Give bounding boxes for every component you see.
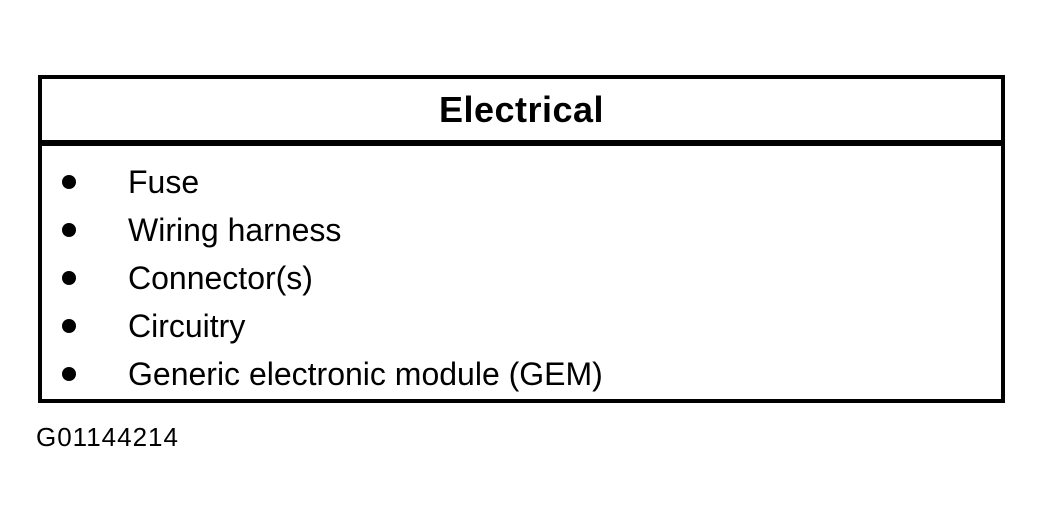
list-item: Wiring harness bbox=[42, 206, 1001, 254]
bullet-icon bbox=[62, 367, 76, 381]
figure-id: G01144214 bbox=[36, 422, 179, 452]
list-item-label: Connector(s) bbox=[128, 260, 313, 296]
list-item-label: Wiring harness bbox=[128, 212, 342, 248]
list-item: Generic electronic module (GEM) bbox=[42, 350, 1001, 398]
list-item-label: Fuse bbox=[128, 164, 200, 200]
bullet-icon bbox=[62, 271, 76, 285]
list-item: Circuitry bbox=[42, 302, 1001, 350]
list-item-label: Circuitry bbox=[128, 308, 246, 344]
list-item-label: Generic electronic module (GEM) bbox=[128, 356, 603, 392]
bullet-icon bbox=[62, 175, 76, 189]
table-header-title: Electrical bbox=[42, 79, 1001, 146]
component-list: Fuse Wiring harness Connector(s) Circuit… bbox=[42, 158, 1001, 398]
bullet-icon bbox=[62, 319, 76, 333]
electrical-table: Electrical Fuse Wiring harness Connector… bbox=[38, 75, 1005, 403]
list-item: Fuse bbox=[42, 158, 1001, 206]
bullet-icon bbox=[62, 223, 76, 237]
list-item: Connector(s) bbox=[42, 254, 1001, 302]
